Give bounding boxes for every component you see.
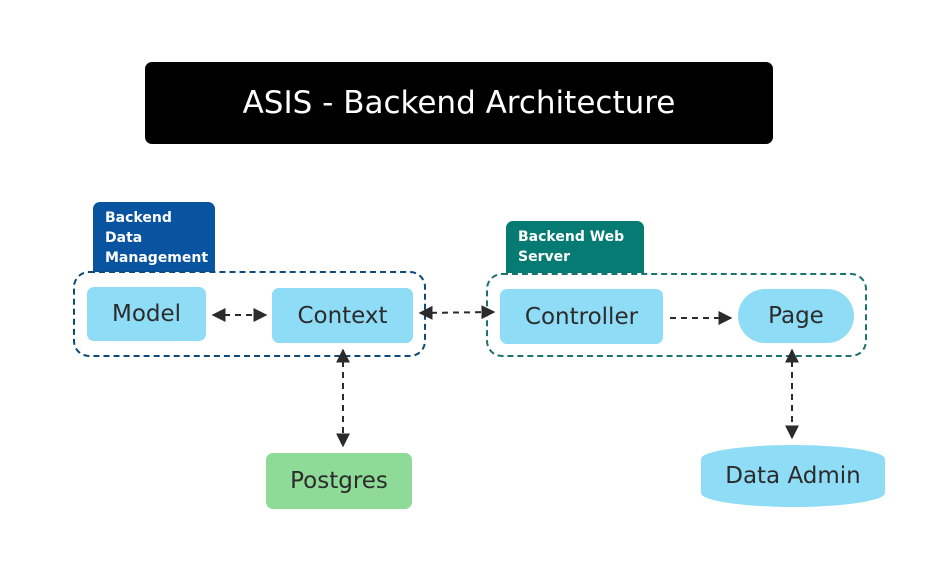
group-label-web-server-line1: Backend Web	[518, 229, 625, 245]
node-model-label: Model	[111, 301, 182, 327]
node-postgres-label: Postgres	[290, 468, 388, 494]
group-label-data-management-line1: Backend	[105, 210, 172, 226]
node-context-label: Context	[297, 302, 388, 329]
group-label-data-management-line3: Management	[105, 250, 209, 266]
group-label-web-server-line2: Server	[518, 249, 571, 265]
node-data-admin: Data Admin	[701, 445, 885, 507]
node-postgres: Postgres	[266, 453, 412, 509]
node-data-admin-label: Data Admin	[725, 463, 861, 489]
edge-context-controller	[418, 305, 496, 320]
node-page: Page	[738, 289, 854, 343]
node-page-label: Page	[768, 303, 824, 329]
node-context: Context	[272, 288, 413, 343]
group-label-data-management-line2: Data	[105, 230, 143, 246]
node-controller-label: Controller	[524, 303, 639, 330]
node-controller: Controller	[500, 289, 663, 344]
node-model: Model	[87, 287, 206, 341]
group-label-web-server: Backend Web Server	[506, 221, 644, 273]
diagram-title: ASIS - Backend Architecture	[145, 62, 773, 144]
diagram-title-text: ASIS - Backend Architecture	[242, 85, 676, 121]
group-label-data-management: Backend Data Management	[93, 202, 215, 272]
